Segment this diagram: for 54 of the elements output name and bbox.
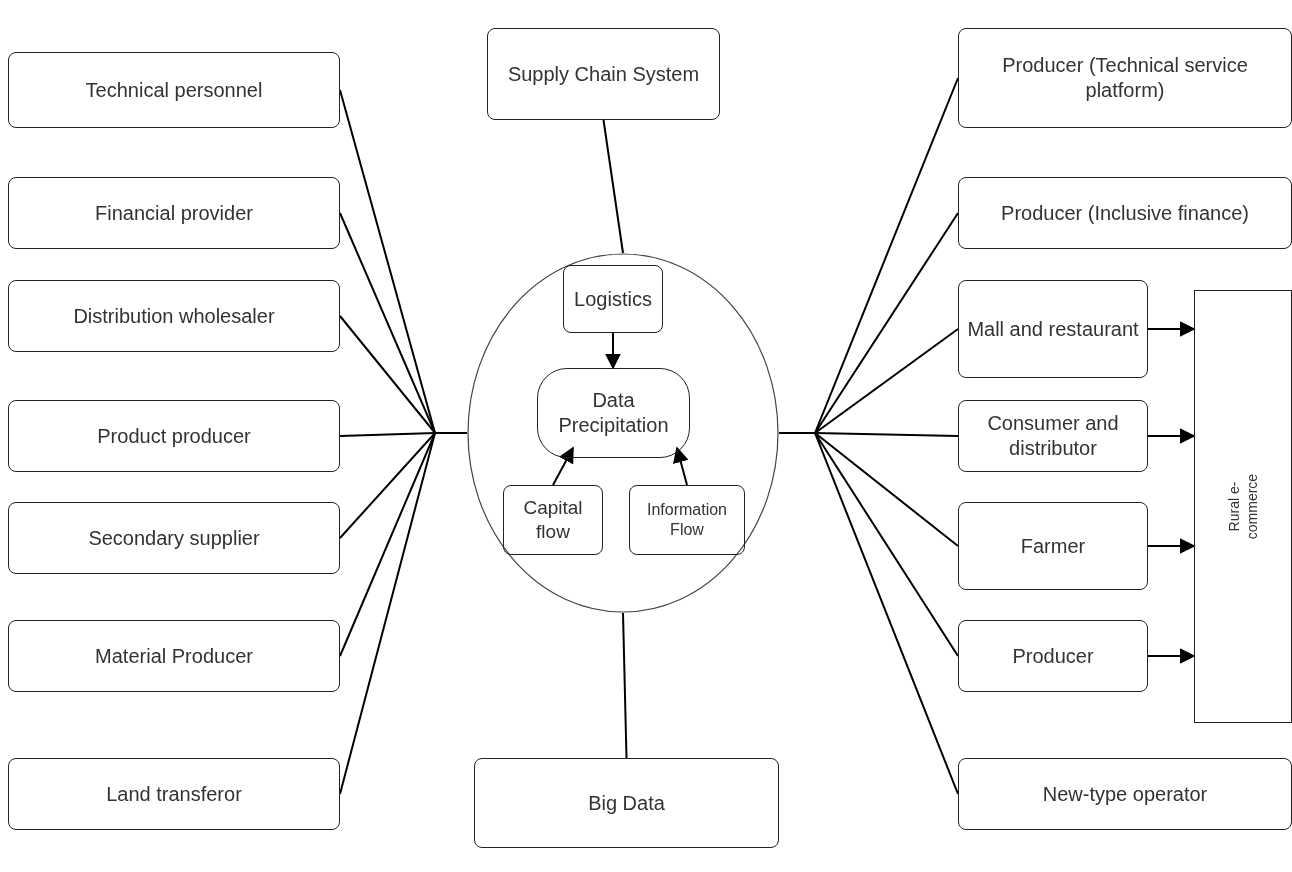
rounded-box bbox=[537, 368, 690, 458]
node-label: Land transferor bbox=[105, 781, 243, 807]
rounded-box bbox=[8, 620, 340, 692]
node-label: New-type operator bbox=[1041, 781, 1209, 807]
connector-line bbox=[602, 119, 624, 254]
node-label: Producer (Inclusive finance) bbox=[1000, 200, 1250, 226]
arrow bbox=[1147, 321, 1196, 337]
node-label: Supply Chain System bbox=[506, 61, 701, 87]
rounded-box bbox=[958, 28, 1292, 128]
rounded-box bbox=[8, 400, 340, 472]
rounded-box bbox=[958, 280, 1148, 378]
node-label: Producer (Technical service platform) bbox=[1001, 53, 1249, 103]
node-label: Consumer and distributor bbox=[986, 411, 1120, 461]
arrow bbox=[605, 332, 621, 370]
node-label: Data Precipitation bbox=[557, 388, 670, 438]
rounded-box bbox=[958, 177, 1292, 249]
rounded-box bbox=[958, 758, 1292, 830]
rounded-box bbox=[503, 485, 603, 555]
node-label: Information Flow bbox=[645, 500, 728, 540]
rounded-box bbox=[8, 52, 340, 128]
arrow bbox=[552, 446, 574, 486]
rounded-box bbox=[958, 400, 1148, 472]
connector-line bbox=[622, 612, 628, 759]
node-label: Distribution wholesaler bbox=[72, 303, 276, 329]
rounded-box bbox=[487, 28, 720, 120]
rounded-box bbox=[563, 265, 663, 333]
rounded-box bbox=[8, 758, 340, 830]
arrow bbox=[1147, 428, 1196, 444]
node-label: Logistics bbox=[573, 286, 653, 312]
node-label: Big Data bbox=[587, 790, 666, 816]
node-label: Product producer bbox=[96, 423, 252, 449]
node-label: Financial provider bbox=[94, 200, 254, 226]
rounded-box bbox=[629, 485, 745, 555]
arrow bbox=[1147, 648, 1196, 664]
rounded-box bbox=[8, 502, 340, 574]
rounded-box bbox=[8, 280, 340, 352]
node-label: Producer bbox=[1011, 643, 1095, 669]
connector-line bbox=[778, 432, 959, 795]
node-label: Capital flow bbox=[522, 496, 584, 544]
ellipse-shape bbox=[467, 253, 779, 613]
node-label: Farmer bbox=[1019, 533, 1087, 559]
node-label: Secondary supplier bbox=[87, 525, 261, 551]
arrow bbox=[673, 446, 689, 486]
rounded-box bbox=[474, 758, 779, 848]
connector-line bbox=[339, 432, 468, 795]
rounded-box bbox=[958, 502, 1148, 590]
rounded-box bbox=[8, 177, 340, 249]
panel-box bbox=[1194, 290, 1292, 723]
node-label: Rural e-commerce bbox=[1224, 472, 1260, 542]
arrow bbox=[1147, 538, 1196, 554]
node-label: Mall and restaurant bbox=[966, 316, 1140, 342]
node-label: Technical personnel bbox=[84, 77, 264, 103]
node-label: Material Producer bbox=[94, 643, 254, 669]
rounded-box bbox=[958, 620, 1148, 692]
